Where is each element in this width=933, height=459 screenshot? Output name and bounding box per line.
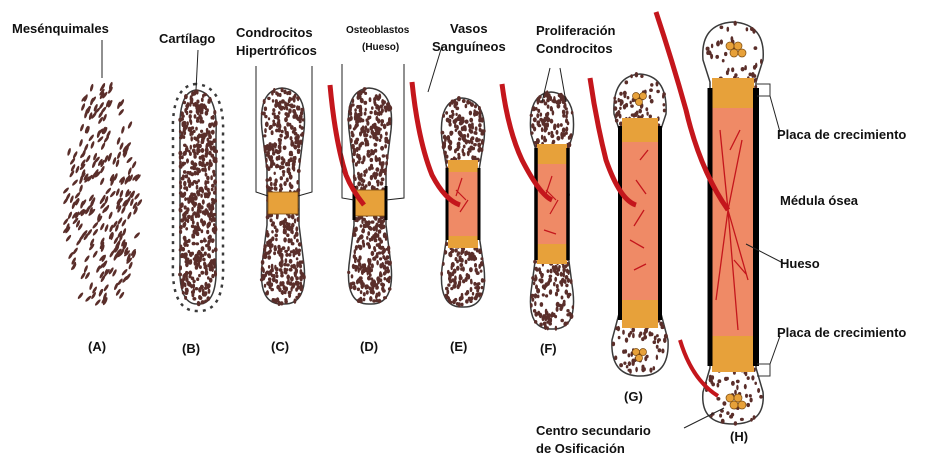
stage-label-g: (G)	[624, 390, 643, 405]
label-osteoblastos-2: (Hueso)	[362, 42, 399, 54]
label-mesenquimales: Mesénquimales	[12, 22, 109, 37]
label-vasos-2: Sanguíneos	[432, 40, 506, 55]
stage-label-e: (E)	[450, 340, 467, 355]
bone-model-f	[502, 84, 574, 331]
hypertrophic-zone-c	[268, 192, 298, 214]
stage-label-h: (H)	[730, 430, 748, 445]
bone-model-g	[590, 72, 668, 376]
label-centro-2: de Osificación	[536, 442, 625, 457]
label-centro-1: Centro secundario	[536, 424, 651, 439]
growth-zone-e-bottom	[448, 236, 478, 248]
marrow-g	[622, 142, 658, 300]
growth-zone-g-bottom	[622, 300, 658, 328]
growth-zone-e-top	[448, 160, 478, 172]
label-proliferacion-1: Proliferación	[536, 24, 615, 39]
label-condrocitos-1: Condrocitos	[236, 26, 313, 41]
label-hueso: Hueso	[780, 257, 820, 272]
label-placa-inferior: Placa de crecimiento	[777, 326, 906, 341]
cartilage-model	[173, 84, 223, 311]
stage-label-b: (B)	[182, 342, 200, 357]
growth-plate-h-bottom	[712, 336, 754, 372]
label-vasos-1: Vasos	[450, 22, 488, 37]
label-medula: Médula ósea	[780, 194, 858, 209]
stage-label-f: (F)	[540, 342, 557, 357]
label-placa-superior: Placa de crecimiento	[777, 128, 906, 143]
growth-zone-f-top	[537, 144, 567, 164]
label-condrocitos-2: Hipertróficos	[236, 44, 317, 59]
growth-plate-h-top	[712, 78, 754, 108]
stage-label-a: (A)	[88, 340, 106, 355]
mesenchymal-cells	[62, 81, 143, 306]
stage-label-d: (D)	[360, 340, 378, 355]
stage-label-c: (C)	[271, 340, 289, 355]
growth-zone-g-top	[622, 118, 658, 142]
marrow-h	[712, 108, 754, 336]
label-osteoblastos-1: Osteoblastos	[346, 25, 409, 37]
bone-model-c	[260, 88, 306, 306]
label-proliferacion-2: Condrocitos	[536, 42, 613, 57]
bone-model-h	[656, 12, 770, 426]
bone-model-e	[412, 82, 486, 308]
bone-model-d	[330, 85, 392, 304]
growth-zone-f-bottom	[537, 244, 567, 264]
label-cartilago: Cartílago	[159, 32, 215, 47]
